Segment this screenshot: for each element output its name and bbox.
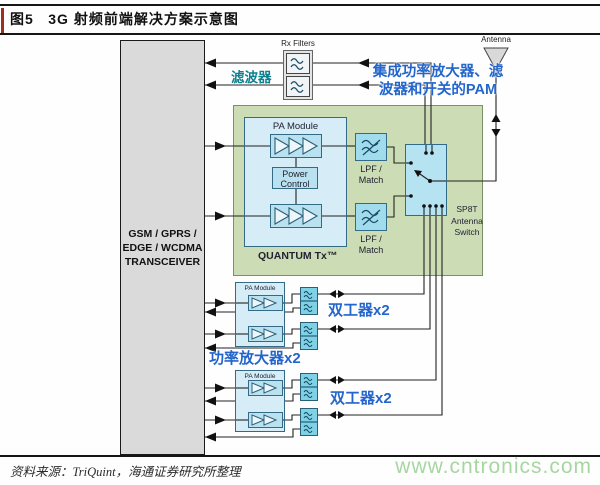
power-amplifier-annotation: 功率放大器x2 — [209, 350, 301, 367]
antenna-switch-box — [405, 144, 447, 216]
bandpass-filter-icon — [286, 76, 310, 97]
power-control-box: Power Control — [272, 167, 318, 189]
lpf-match-filter-icon — [355, 203, 387, 231]
rx-filters-label: Rx Filters — [281, 39, 315, 48]
duplexer-filter-icon — [300, 287, 318, 315]
bandpass-filter-icon — [286, 53, 310, 74]
amplifier-chain-icon — [270, 204, 322, 228]
duplexer-filter-icon — [300, 322, 318, 350]
antenna-label: Antenna — [481, 35, 511, 44]
transceiver-label: GSM / GPRS / EDGE / WCDMA TRANSCEIVER — [122, 228, 203, 268]
pa-module-label: PA Module — [244, 285, 276, 292]
pam-annotation: 集成功率放大器、滤 波器和开关的PAM — [372, 64, 504, 98]
title-bottom-rule — [0, 33, 600, 35]
source-note: 资料来源：TriQuint，海通证券研究所整理 — [10, 465, 241, 479]
quantum-pa-module-box: PA Module Power Control — [244, 117, 347, 247]
switch-icon — [406, 145, 446, 215]
lpf-match-label: LPF / Match — [358, 164, 384, 185]
lpf-match-label: LPF / Match — [358, 234, 384, 255]
lower-pa-module-box: PA Module — [235, 370, 285, 432]
quantum-tx-label: QUANTUM Tx™ — [258, 250, 338, 262]
amplifier-chain-icon — [248, 326, 283, 342]
amplifier-chain-icon — [270, 134, 322, 158]
amplifier-chain-icon — [248, 380, 283, 396]
transceiver-box: GSM / GPRS / EDGE / WCDMA TRANSCEIVER — [120, 40, 205, 455]
watermark: www.cntronics.com — [395, 455, 592, 478]
pa-module-label: PA Module — [272, 121, 319, 132]
antenna-switch-label: SP8T Antenna Switch — [451, 204, 483, 237]
amplifier-chain-icon — [248, 295, 283, 311]
title-accent-bar — [1, 8, 4, 33]
lower-pa-module-box: PA Module — [235, 282, 285, 347]
filter-annotation: 滤波器 — [231, 70, 272, 85]
title-top-rule — [0, 4, 600, 6]
duplexer-annotation: 双工器x2 — [328, 302, 390, 319]
footer-rule — [0, 455, 600, 457]
lpf-match-filter-icon — [355, 133, 387, 161]
figure-title-bar: 图5 3G 射频前端解决方案示意图 — [0, 6, 600, 33]
duplexer-annotation: 双工器x2 — [330, 390, 392, 407]
pa-module-label: PA Module — [244, 373, 276, 380]
figure-number: 图5 — [10, 11, 34, 27]
amplifier-chain-icon — [248, 412, 283, 428]
duplexer-filter-icon — [300, 373, 318, 401]
figure-title: 3G 射频前端解决方案示意图 — [48, 11, 239, 27]
duplexer-filter-icon — [300, 408, 318, 436]
rx-filters-box — [283, 50, 313, 100]
